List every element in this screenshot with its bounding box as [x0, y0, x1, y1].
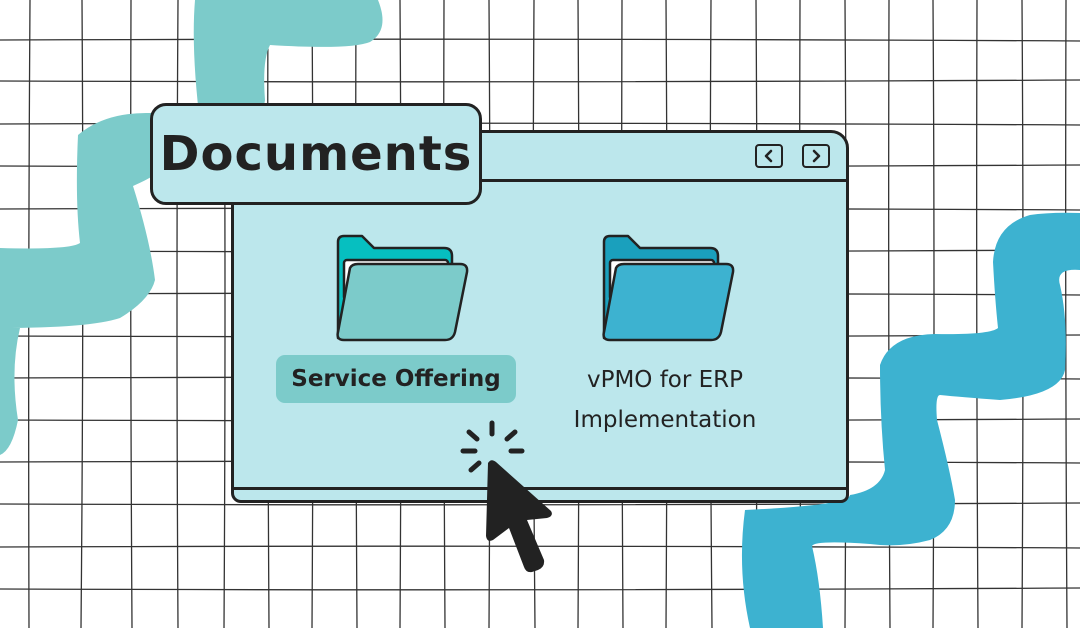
folder-label-vpmo-erp[interactable]: vPMO for ERP Implementation — [540, 360, 790, 440]
chevron-left-icon — [764, 149, 773, 163]
window-footer-divider — [234, 487, 846, 490]
folder-vpmo-erp[interactable] — [600, 234, 740, 344]
folder-label-line-2: Implementation — [573, 407, 757, 433]
wave-left-tail — [0, 328, 20, 455]
back-button[interactable] — [755, 144, 783, 168]
folder-label-service-offering[interactable]: Service Offering — [276, 355, 516, 403]
chevron-right-icon — [812, 149, 821, 163]
folder-service-offering[interactable] — [334, 234, 474, 344]
window-title-tab: Documents — [150, 103, 482, 205]
forward-button[interactable] — [802, 144, 830, 168]
title-bar-divider — [234, 179, 846, 182]
folder-open-icon — [336, 234, 469, 342]
window-title: Documents — [159, 126, 473, 182]
folder-label-line-1: vPMO for ERP — [586, 367, 744, 393]
mouse-pointer-click-icon — [460, 420, 552, 573]
folder-open-icon — [602, 234, 735, 342]
wave-right — [741, 212, 1080, 628]
